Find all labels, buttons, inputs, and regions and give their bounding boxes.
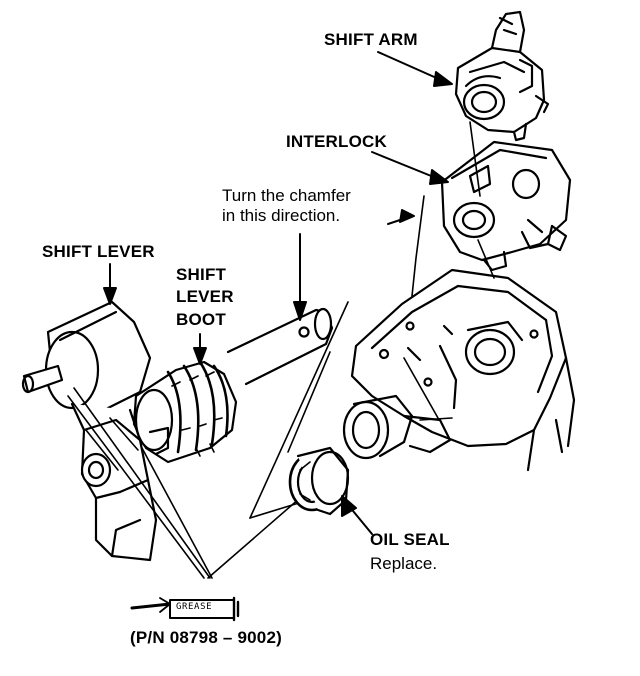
shift-arm-part [454,10,550,142]
chamfer-line-1: Turn the chamfer [222,186,351,205]
oil-seal-part [288,446,350,516]
shift-lever-boot-label: SHIFT LEVER BOOT [176,264,234,331]
shift-arm-label: SHIFT ARM [324,30,418,49]
alignment-lines [67,121,495,579]
transmission-housing [342,268,576,472]
interlock-label: INTERLOCK [286,132,387,151]
shift-lever-boot-part [132,360,238,464]
boot-label-line-1: SHIFT [176,265,227,284]
interlock-part [440,140,572,272]
chamfer-instruction: Turn the chamfer in this direction. [222,186,351,225]
shift-lever-part [21,300,158,562]
chamfer-line-2: in this direction. [222,205,341,225]
grease-tube-text: GREASE [176,602,213,612]
boot-label-line-3: BOOT [176,309,226,329]
part-number-label: (P/N 08798 – 9002) [130,628,282,647]
boot-label-line-2: LEVER [176,287,234,307]
leader-arrows [103,51,453,535]
oil-seal-note: Replace. [370,554,438,573]
oil-seal-label: OIL SEAL [370,530,450,549]
grease-tube-icon [130,596,240,622]
shift-lever-label: SHIFT LEVER [42,242,155,261]
